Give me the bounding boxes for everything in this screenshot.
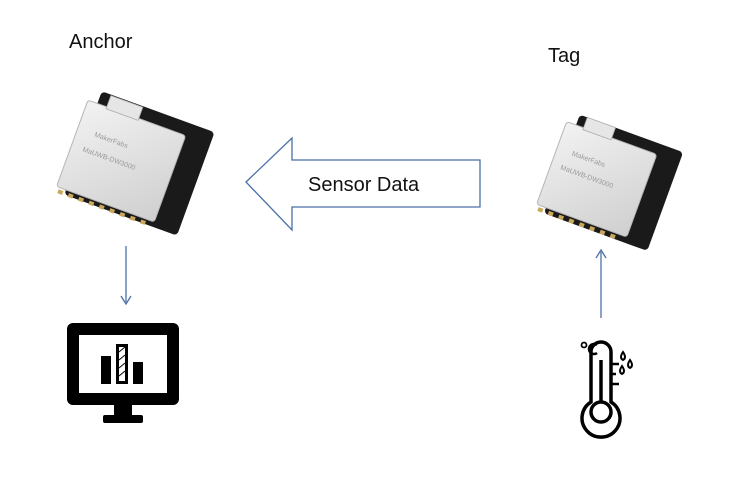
monitor-bar-chart-icon: [67, 323, 179, 423]
sensor-data-arrow: [245, 136, 481, 232]
sensor-data-label: Sensor Data: [308, 174, 420, 196]
anchor-module-chip: MakerFabs MaUWB-DW3000: [56, 92, 214, 235]
anchor-label: Anchor: [69, 31, 133, 53]
sensor-to-tag-arrow: [595, 248, 607, 318]
thermometer-humidity-icon: [580, 340, 633, 439]
tag-module-chip: MakerFabs MaUWB-DW3000: [536, 115, 683, 250]
anchor-to-monitor-arrow: [120, 246, 132, 306]
tag-label: Tag: [548, 45, 581, 67]
